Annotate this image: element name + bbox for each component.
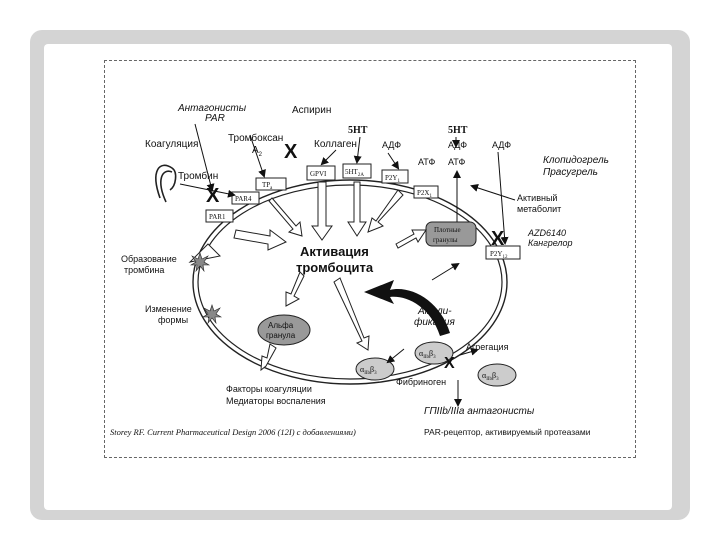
receptor-par4: PAR4 <box>231 191 260 205</box>
adp-label-2: АДФ <box>448 140 467 150</box>
aspirin-block-icon: X <box>284 141 298 163</box>
cangrelor-label: Кангрелор <box>528 238 573 248</box>
coagulation-factors-label: Факторы коагуляции <box>226 384 312 394</box>
shape-change-label-1: Изменение <box>145 304 192 314</box>
activation-label-1: Активация <box>300 244 369 259</box>
svg-text:5HT2A: 5HT2A <box>345 168 364 178</box>
receptor-p2y1: P2Y1 <box>381 169 409 184</box>
5ht-left-label: 5НТ <box>348 125 368 136</box>
receptor-5ht2a: 5HT2A <box>342 163 372 179</box>
amplification-arrow <box>364 280 450 336</box>
par-antagonists-label-2: PAR <box>205 113 225 124</box>
p2y12-block-icon: X <box>491 228 505 250</box>
collagen-label: Коллаген <box>314 139 357 150</box>
gp-antagonists-label: ГПIIb/IIIа антагонисты <box>424 406 535 417</box>
svg-text:гранула: гранула <box>266 331 296 340</box>
receptor-par1: PAR1 <box>205 209 234 223</box>
svg-text:αIIbβ3: αIIbβ3 <box>482 371 499 382</box>
inflammation-mediators-label: Медиаторы воспаления <box>226 396 326 406</box>
integrin-inactive: αIIbβ3 <box>355 357 395 381</box>
par-block-icon: X <box>206 185 220 207</box>
5ht-right-label: 5НТ <box>448 125 468 136</box>
aspirin-label: Аспирин <box>292 105 331 116</box>
thrombin-curve-icon <box>155 164 177 203</box>
integrin-active: αIIbβ3 <box>414 341 454 365</box>
aggregation-label: Агрегация <box>466 342 509 352</box>
hollow-arrows <box>188 181 427 372</box>
thrombin-generation-burst-icon <box>189 252 211 273</box>
activation-label-2: тромбоцита <box>296 260 374 275</box>
citation-label: Storey RF. Current Pharmaceutical Design… <box>110 427 356 437</box>
svg-text:Плотные: Плотные <box>434 226 461 234</box>
signal-arrows <box>179 123 516 407</box>
atp-label-1: АТФ <box>418 157 435 167</box>
svg-text:GPVI: GPVI <box>310 170 327 178</box>
prasugrel-label: Прасугрель <box>543 167 598 178</box>
thrombin-label: Тромбин <box>178 170 218 182</box>
dense-granules: Плотные гранулы <box>425 221 477 247</box>
shape-change-label-2: формы <box>158 315 188 325</box>
svg-text:Альфа: Альфа <box>268 321 294 330</box>
alpha-granule: Альфа гранула <box>257 314 311 346</box>
active-metabolite-label-1: Активный <box>517 193 557 203</box>
svg-text:P2Y12: P2Y12 <box>490 250 508 260</box>
receptor-p2y12: P2Y12 <box>485 245 521 260</box>
receptor-tp: TPa <box>255 177 287 191</box>
receptor-gpvi: GPVI <box>306 165 336 181</box>
active-metabolite-label-2: метаболит <box>517 204 561 214</box>
thromboxane-label: Тромбоксан <box>228 132 283 144</box>
thrombus-formation-label-2: тромбина <box>124 265 164 275</box>
svg-text:αIIbβ3: αIIbβ3 <box>360 365 377 376</box>
svg-text:PAR4: PAR4 <box>235 195 252 203</box>
thrombus-formation-label-1: Образование <box>121 254 177 264</box>
integrin-neighbour: αIIbβ3 <box>477 363 517 387</box>
platelet-membrane <box>192 179 508 385</box>
shape-change-burst-icon <box>201 304 223 325</box>
svg-text:TPa: TPa <box>262 181 273 191</box>
svg-text:PAR1: PAR1 <box>209 213 226 221</box>
azd6140-label: AZD6140 <box>527 228 566 238</box>
svg-text:P2Y1: P2Y1 <box>385 174 400 184</box>
atp-label-2: АТФ <box>448 157 465 167</box>
par-antagonists-label-1: Антагонисты <box>177 103 247 114</box>
adp-label-3: АДФ <box>492 140 511 150</box>
gp-block-icon: X <box>444 355 455 372</box>
clopidogrel-label: Клопидогрель <box>543 155 609 166</box>
adp-label-1: АДФ <box>382 140 401 150</box>
fibrinogen-label: Фибриноген <box>396 377 446 387</box>
receptor-p2x1: P2X1 <box>413 185 439 199</box>
svg-text:αIIbβ3: αIIbβ3 <box>419 349 436 360</box>
svg-text:P2X1: P2X1 <box>417 189 432 199</box>
par-receptor-note: PAR-рецептор, активируемый протеазами <box>424 427 591 437</box>
coagulation-label: Коагуляция <box>145 139 198 150</box>
svg-text:гранулы: гранулы <box>433 236 458 244</box>
